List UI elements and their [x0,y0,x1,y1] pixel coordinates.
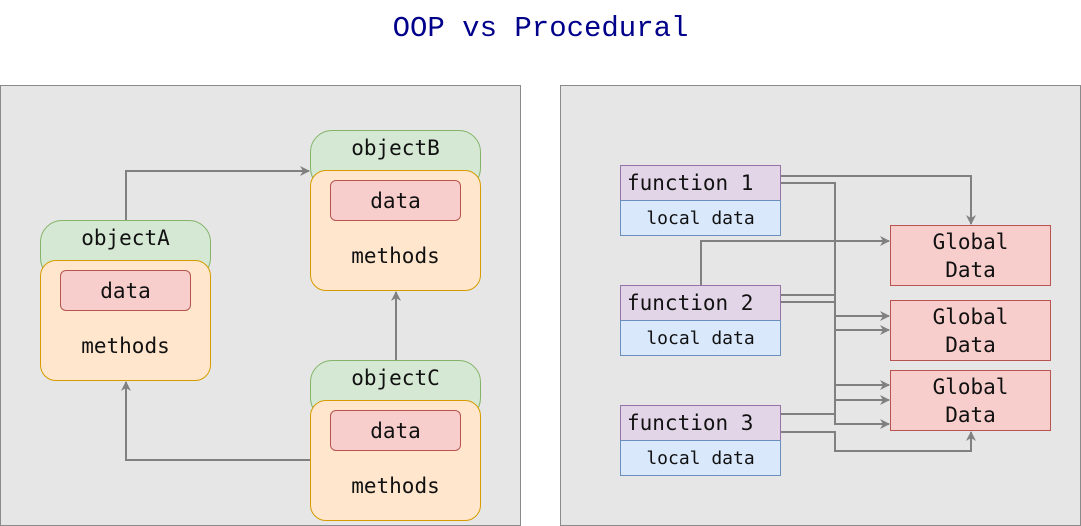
arrow-f1-to-g2 [781,182,890,321]
object-b-name: objectB [351,136,440,160]
global-data-1[interactable]: Global Data [890,225,1051,286]
arrow-f2-to-g3 [781,301,890,429]
arrow-a-to-b [125,166,310,220]
object-c-name: objectC [351,366,440,390]
arrow-f1-to-g3 [834,316,890,390]
global-data-2-label: Global Data [932,304,1009,357]
global-data-2[interactable]: Global Data [890,300,1051,361]
function-2-local-data: local data [620,320,781,356]
page-title: OOP vs Procedural [392,12,689,45]
object-c-data[interactable]: data [330,410,461,451]
object-b-data[interactable]: data [330,180,461,221]
object-a-methods: methods [81,334,170,358]
function-1-local-data: local data [620,200,781,236]
arrow-f1-to-g1 [781,175,976,225]
arrow-f3-to-g3a [781,395,890,415]
arrow-f2-to-g1 [700,236,890,285]
global-data-3-label: Global Data [932,374,1009,427]
global-data-3[interactable]: Global Data [890,370,1051,431]
function-1-name[interactable]: function 1 [620,165,781,201]
global-data-1-label: Global Data [932,229,1009,282]
object-c-methods: methods [351,474,440,498]
object-a-data[interactable]: data [60,270,191,311]
function-3-local-data: local data [620,440,781,476]
arrow-c-to-a [121,381,310,461]
object-a-name: objectA [81,226,170,250]
arrow-f3-to-g3b [781,431,976,452]
object-b-methods: methods [351,244,440,268]
